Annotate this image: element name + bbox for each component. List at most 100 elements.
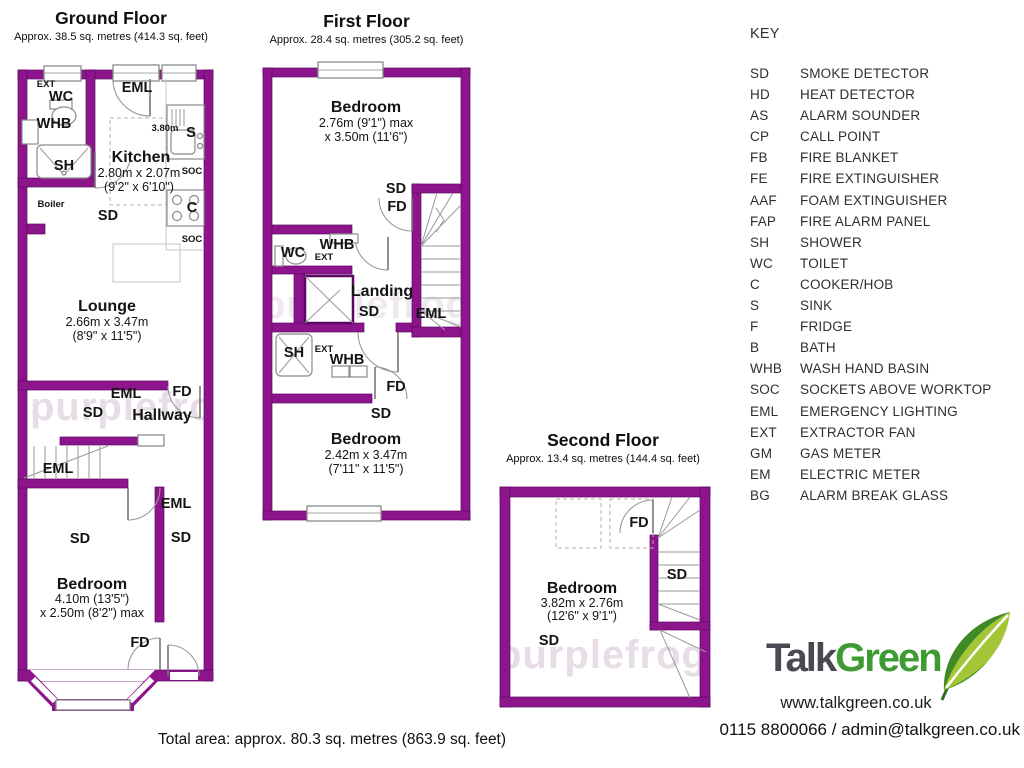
key-desc: FRIDGE [800, 319, 853, 335]
ground-windows [43, 64, 198, 680]
floor-title: Ground Floor [55, 8, 167, 28]
floor-subtitle: Approx. 13.4 sq. metres (144.4 sq. feet) [506, 453, 700, 465]
key-desc: TOILET [800, 255, 849, 271]
toilet-fixture [274, 245, 284, 267]
watermark-second: purplefrog [497, 633, 707, 677]
room-name-lounge: Lounge [78, 298, 136, 315]
key-abbr: AAF [750, 192, 777, 208]
ground-stairs [23, 445, 109, 479]
eml-label: EML [43, 461, 74, 477]
key-row: WHB WASH HAND BASIN [750, 358, 992, 379]
soc-label: SOC [182, 166, 203, 177]
key-abbr: B [750, 340, 760, 356]
second-stairs [657, 496, 707, 699]
website-url: www.talkgreen.co.uk [780, 694, 932, 712]
key-desc: FIRE ALARM PANEL [800, 213, 931, 229]
key-row: BG ALARM BREAK GLASS [750, 485, 992, 506]
key-row: C COOKER/HOB [750, 274, 992, 295]
floor-subtitle: Approx. 28.4 sq. metres (305.2 sq. feet) [269, 34, 464, 46]
key-desc: COOKER/HOB [800, 276, 894, 292]
key-desc: FOAM EXTINGUISHER [800, 192, 948, 208]
room-dims: 4.10m (13'5") [55, 592, 129, 606]
key-abbr: AS [750, 108, 769, 124]
sink-fixture [166, 104, 205, 160]
key-desc: GAS METER [800, 445, 882, 461]
key-row: GM GAS METER [750, 443, 992, 464]
sh-label: SH [54, 158, 74, 174]
room-name-bedroom: Bedroom [331, 99, 401, 116]
key-abbr: WC [750, 255, 773, 271]
second-floor-plan: purplefrog FD SD Bedroom 3.82m x 2.76m (… [497, 486, 711, 708]
fd-label: FD [130, 635, 149, 651]
second-walls [499, 486, 711, 708]
key-row: WC TOILET [750, 253, 992, 274]
key-desc: SHOWER [800, 234, 862, 250]
key-abbr: EML [750, 403, 779, 419]
key-abbr: SH [750, 234, 770, 250]
room-name-landing: Landing [351, 283, 413, 300]
room-name-bedroom: Bedroom [547, 580, 617, 597]
ext-label: EXT [315, 344, 334, 355]
room-dims: 2.76m (9'1") max [319, 116, 414, 130]
second-floor-title-block: Second Floor Approx. 13.4 sq. metres (14… [496, 430, 710, 465]
sink-label: S [186, 125, 196, 141]
key-desc: EXTRACTOR FAN [800, 424, 916, 440]
eml-label: EML [122, 80, 153, 96]
key-desc: ALARM BREAK GLASS [800, 487, 949, 503]
contact-line: 0115 8800066 / admin@talkgreen.co.uk [719, 720, 1020, 739]
room-dims: (7'11" x 11'5") [328, 462, 403, 476]
floor-subtitle: Approx. 38.5 sq. metres (414.3 sq. feet) [14, 31, 208, 43]
shower-fixture [36, 144, 92, 179]
key-desc: CALL POINT [800, 129, 881, 145]
ground-doors [94, 78, 201, 677]
logo-talk: Talk [766, 636, 837, 680]
whb-label: WHB [37, 116, 72, 132]
eml-label: EML [111, 386, 142, 402]
ground-floor-plan: purplefrog [17, 64, 240, 711]
sd-label: SD [539, 633, 559, 649]
first-stairs [420, 192, 462, 331]
dim-380-label: 3.80m [152, 123, 179, 134]
first-floor-plan: purplefrog [262, 61, 471, 522]
key-desc: SINK [800, 298, 833, 314]
key-row: CP CALL POINT [750, 126, 992, 147]
ext-label: EXT [37, 79, 56, 90]
key-desc: ALARM SOUNDER [800, 108, 921, 124]
key-desc: FIRE BLANKET [800, 150, 899, 166]
watermark-ground: purplefrog [30, 385, 240, 429]
key-abbr: BG [750, 487, 770, 503]
first-windows [306, 61, 384, 522]
room-dims: (8'9" x 11'5") [72, 329, 141, 343]
boiler-label: Boiler [38, 199, 65, 210]
sd-label: SD [70, 531, 90, 547]
key-abbr: C [750, 276, 760, 292]
key-desc: WASH HAND BASIN [800, 361, 930, 377]
total-area: Total area: approx. 80.3 sq. metres (863… [157, 731, 507, 748]
ground-fixtures [21, 79, 205, 283]
basin-fixture [331, 365, 350, 378]
logo-green: Green [835, 636, 943, 680]
key-abbr: GM [750, 445, 773, 461]
key-row: SH SHOWER [750, 232, 992, 253]
key-abbr: WHB [750, 361, 783, 377]
first-floor-title-block: First Floor Approx. 28.4 sq. metres (305… [263, 11, 470, 46]
second-doors [619, 499, 654, 534]
ground-floor-title-block: Ground Floor Approx. 38.5 sq. metres (41… [8, 8, 214, 43]
room-dims: 2.66m x 3.47m [66, 315, 149, 329]
sd-label: SD [386, 181, 406, 197]
eml-label: EML [161, 496, 192, 512]
room-dims: x 2.50m (8'2") max [40, 606, 145, 620]
room-name-hallway: Hallway [132, 407, 192, 424]
room-name-bedroom: Bedroom [331, 431, 401, 448]
room-dims: x 3.50m (11'6") [324, 130, 407, 144]
whb-label: WHB [320, 237, 355, 253]
key-abbr: CP [750, 129, 770, 145]
room-dims: 2.42m x 3.47m [325, 448, 408, 462]
key-abbr: EM [750, 466, 771, 482]
